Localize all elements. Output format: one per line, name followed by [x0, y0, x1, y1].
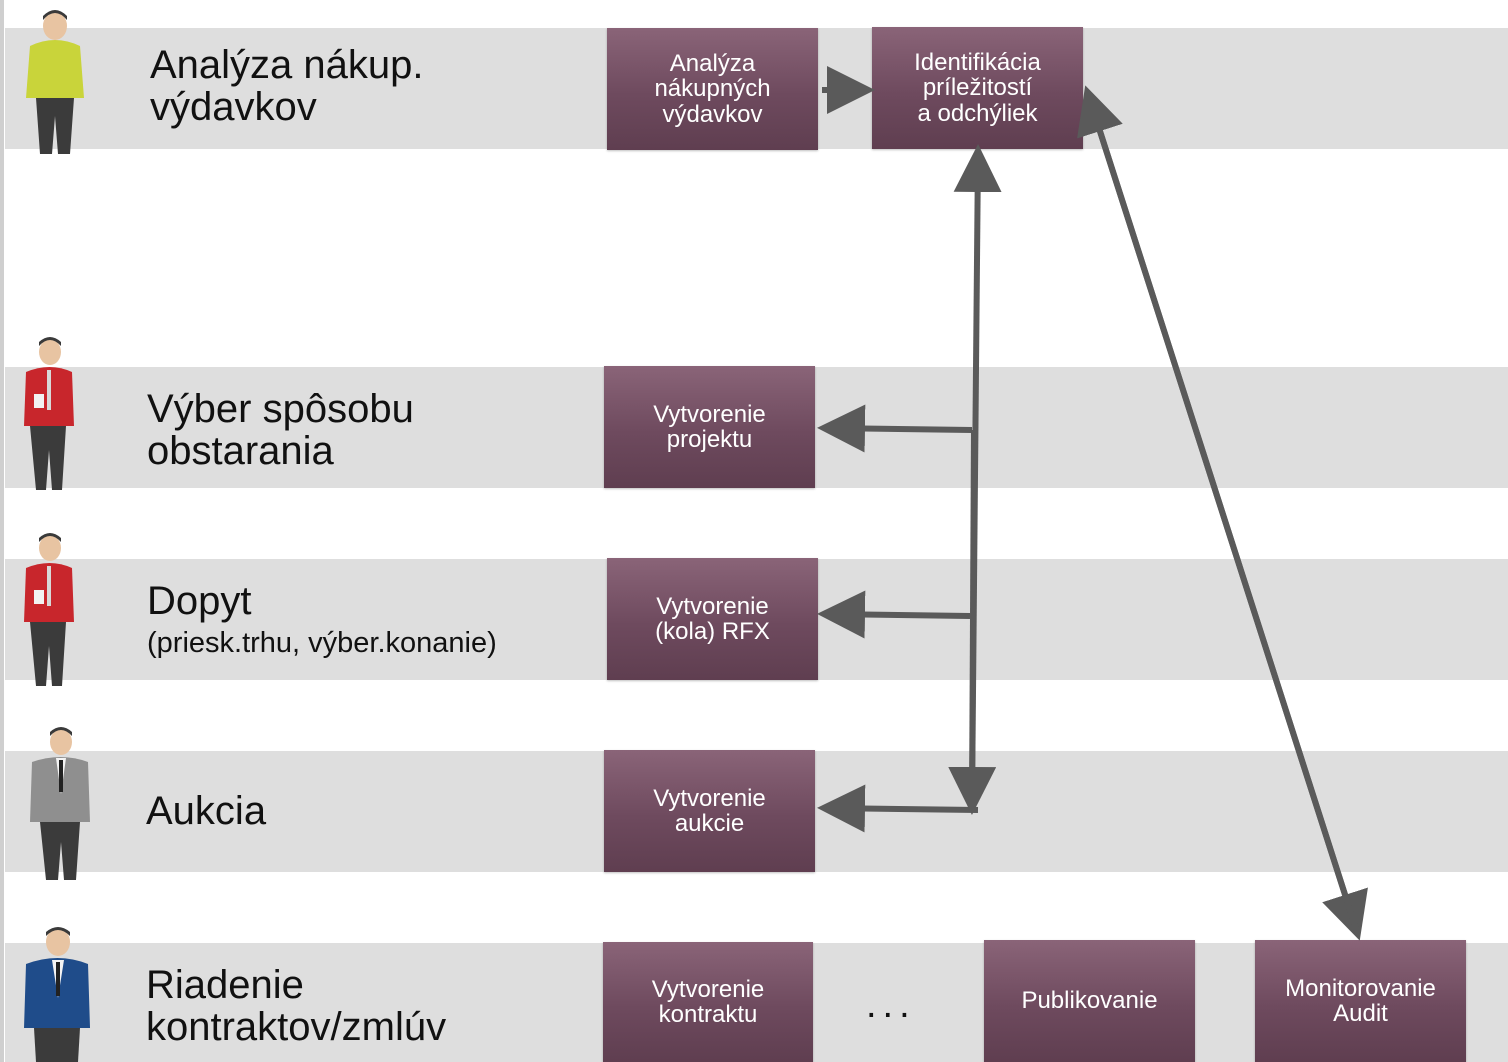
person-red-shirt-icon: [24, 533, 74, 686]
lane-title-vyber: Výber spôsobu obstarania: [147, 388, 414, 473]
arrow-to-aukcia: [817, 784, 979, 833]
box-identifikacia[interactable]: Identifikácia príležitostí a odchýliek: [872, 27, 1083, 149]
box-label: Monitorovanie Audit: [1285, 974, 1436, 1027]
box-monitorovanie-audit[interactable]: Monitorovanie Audit: [1255, 940, 1466, 1062]
lane-subtitle: (priesk.trhu, výber.konanie): [147, 627, 497, 660]
box-label: Vytvorenie projektu: [653, 400, 766, 453]
lane-title-aukcia: Aukcia: [146, 789, 267, 833]
lane-title-riadenie: Riadenie kontraktov/zmlúv: [146, 964, 446, 1049]
lane-title-analyza: Analýza nákup. výdavkov: [150, 44, 424, 129]
person-gray-suit-icon: [30, 727, 90, 880]
box-analyza-nakupnych-vydavkov[interactable]: Analýza nákupných výdavkov: [607, 28, 818, 150]
lane-title-text: Dopyt: [147, 579, 252, 623]
lane-title-text: Aukcia: [146, 789, 267, 833]
box-vytvorenie-kontraktu[interactable]: Vytvorenie kontraktu: [603, 942, 813, 1062]
ellipsis: ...: [866, 984, 916, 1026]
box-vytvorenie-rfx[interactable]: Vytvorenie (kola) RFX: [607, 558, 818, 680]
person-blue-suit-icon: [24, 927, 90, 1062]
lane-title-text: Analýza nákup. výdavkov: [150, 43, 424, 130]
box-vytvorenie-aukcie[interactable]: Vytvorenie aukcie: [604, 750, 815, 872]
box-label: Vytvorenie aukcie: [653, 784, 766, 837]
lane-title-dopyt: Dopyt (priesk.trhu, výber.konanie): [147, 580, 497, 659]
arrow-monitorovanie-to-identifikacia: [1077, 85, 1360, 933]
lane-title-text: Riadenie kontraktov/zmlúv: [146, 963, 447, 1050]
box-publikovanie[interactable]: Publikovanie: [984, 940, 1195, 1062]
box-label: Analýza nákupných výdavkov: [654, 50, 771, 128]
person-red-shirt-icon: [24, 337, 74, 490]
box-label: Identifikácia príležitostí a odchýliek: [914, 49, 1041, 127]
box-label: Publikovanie: [1021, 987, 1158, 1015]
box-label: Vytvorenie kontraktu: [651, 975, 765, 1028]
arrow-to-projekt: [817, 404, 973, 453]
person-yellow-shirt-icon: [26, 10, 84, 154]
lane-title-text: Výber spôsobu obstarania: [147, 387, 414, 474]
left-border: [0, 0, 4, 1062]
box-vytvorenie-projektu[interactable]: Vytvorenie projektu: [604, 366, 815, 488]
box-label: Vytvorenie (kola) RFX: [655, 592, 770, 645]
arrow-to-rfx: [817, 590, 971, 639]
arrow-spine-down: [948, 429, 997, 815]
